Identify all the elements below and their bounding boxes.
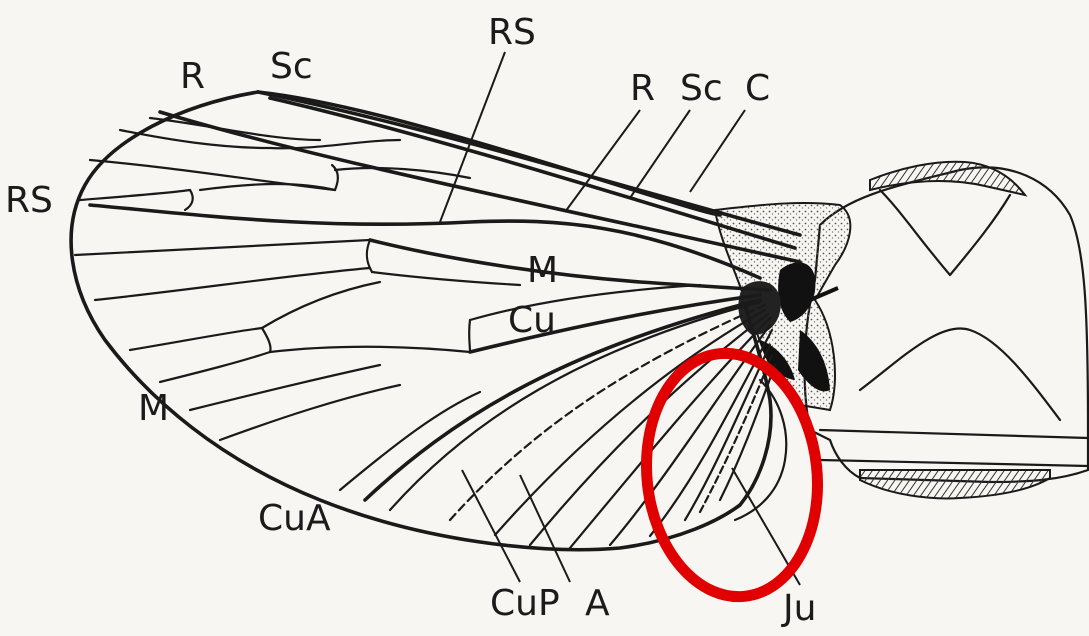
rs-crossvein-1 (185, 190, 193, 210)
m-branch-7 (262, 328, 271, 352)
label-r-left: R (180, 56, 205, 97)
label-rs-left: RS (5, 180, 53, 221)
leader-cup (462, 470, 520, 582)
ju-vein-2 (700, 355, 772, 512)
m-branch-8 (160, 352, 270, 382)
label-sc-right: Sc (680, 68, 723, 109)
m-branch-9 (270, 347, 470, 352)
m-branch-4 (372, 272, 520, 285)
m-branch-6 (262, 282, 380, 328)
rs-branch-2 (80, 190, 190, 200)
label-m-center: M (527, 250, 558, 291)
leader-sc-right (630, 110, 690, 198)
vein-cup (450, 305, 765, 520)
m-branch-10 (190, 365, 380, 410)
a-vein-1 (495, 310, 765, 535)
rs-branch-4 (150, 118, 320, 140)
label-cu: Cu (508, 300, 556, 341)
m-branch-11 (220, 385, 400, 440)
label-sc-left: Sc (270, 46, 313, 87)
abdomen-line-2 (820, 460, 1088, 466)
cu-tip-1 (340, 392, 480, 490)
vein-m (370, 240, 770, 290)
m-upper (470, 285, 700, 320)
label-a: A (585, 583, 610, 624)
label-cua: CuA (258, 498, 331, 539)
label-c: C (745, 68, 770, 109)
label-r-right: R (630, 68, 655, 109)
thorax-hatch-bottom (860, 470, 1050, 498)
cu-a-veins (340, 302, 775, 548)
label-ju: Ju (781, 588, 816, 629)
scutum-shape (880, 190, 1010, 275)
m-branch-5 (130, 328, 262, 350)
abdomen-line (820, 430, 1088, 438)
label-m-left: M (138, 388, 169, 429)
label-rs-top: RS (488, 12, 536, 53)
m-branch-1 (75, 240, 370, 255)
thorax-hatch-top (870, 162, 1025, 195)
rs-fork-1 (200, 184, 335, 190)
label-cup: CuP (490, 583, 560, 624)
vein-rs (90, 205, 760, 278)
leader-a (520, 475, 570, 582)
leader-c (690, 110, 745, 192)
wing-outline (71, 92, 771, 550)
m-crossvein (469, 320, 470, 352)
scutellum-shape (860, 328, 1060, 420)
